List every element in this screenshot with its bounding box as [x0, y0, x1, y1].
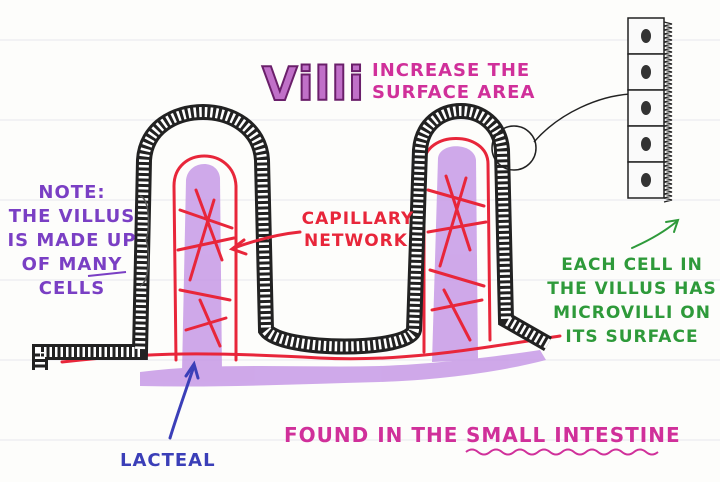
cell-label-line-4: ITS SURFACE — [565, 327, 698, 347]
cell-label-line-1: EACH CELL IN — [561, 255, 703, 275]
cell-label-line-3: MICROVILLI ON — [553, 303, 711, 323]
lacteal-arrow — [168, 360, 200, 440]
capillary-label-line-2: NETWORK — [304, 231, 408, 251]
note-line-3: IS MADE UP — [7, 230, 136, 251]
lacteal-label: LACTEAL — [120, 450, 216, 471]
capillary-arrow — [228, 230, 302, 256]
footer-prefix: FOUND IN THE — [284, 423, 458, 447]
title: Villi — [262, 57, 365, 111]
subtitle-line-1: INCREASE THE — [372, 60, 530, 81]
note-line-5: CELLS — [39, 278, 105, 299]
microvilli — [663, 21, 673, 203]
footer-wavy-underline — [465, 448, 659, 456]
cell-label-line-2: THE VILLUS HAS — [547, 279, 717, 299]
note-underline — [87, 271, 127, 277]
note-bracket — [139, 195, 150, 287]
cell-label: EACH CELL IN THE VILLUS HAS MICROVILLI O… — [547, 255, 717, 347]
villus-epithelium — [32, 103, 552, 370]
cell-nuclei — [641, 29, 651, 187]
note-line-1: NOTE: — [38, 182, 105, 203]
note-line-2: THE VILLUS — [9, 206, 135, 227]
note-line-4: OF MANY — [22, 254, 123, 275]
cell-arrow — [631, 218, 680, 249]
magnified-cells — [627, 17, 665, 199]
subtitle-line-2: SURFACE AREA — [372, 82, 535, 103]
capillary-label-line-1: CAPILLARY — [302, 209, 415, 229]
footer-highlight: SMALL INTESTINE — [466, 423, 681, 447]
capillary-label: CAPILLARY NETWORK — [302, 209, 415, 251]
note-text: NOTE: THE VILLUS IS MADE UP OF MANY CELL… — [7, 182, 136, 299]
zoom-indicator — [491, 93, 631, 171]
